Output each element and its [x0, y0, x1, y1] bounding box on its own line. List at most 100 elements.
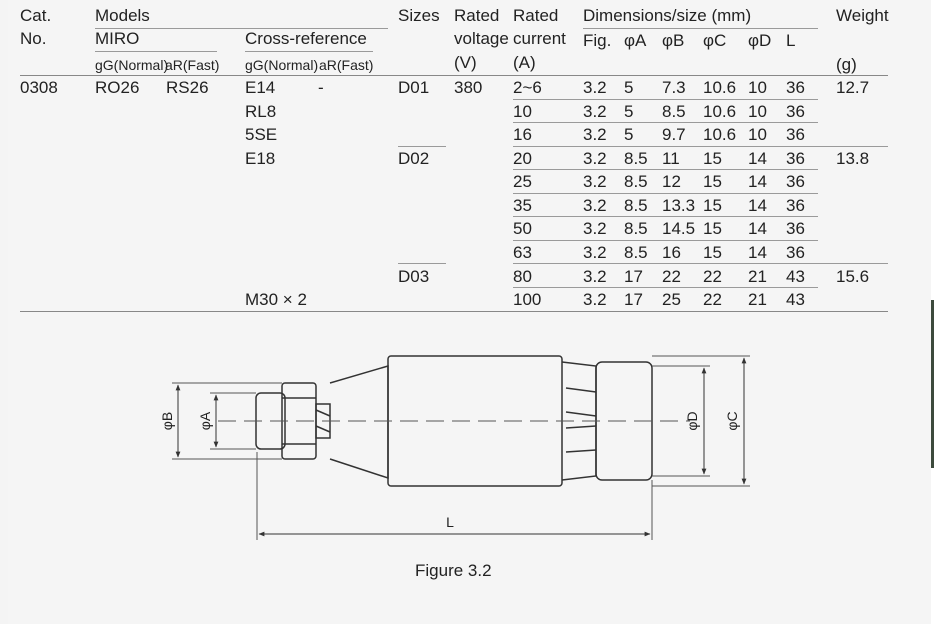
cell-fig: 3.2: [583, 219, 607, 238]
cell-b: 11: [662, 149, 680, 168]
cell-d: 10: [748, 78, 767, 97]
cell-cross-gg: M30 × 2: [245, 290, 307, 309]
cell-a: 5: [624, 78, 634, 97]
cell-miro-ar: RS26: [166, 78, 209, 97]
cell-current: 100: [513, 290, 542, 309]
cell-c: 22: [703, 267, 722, 286]
cell-fig: 3.2: [583, 125, 607, 144]
header-miro-gg: gG(Normal): [95, 57, 169, 73]
cell-fig: 3.2: [583, 196, 607, 215]
cell-current: 63: [513, 243, 532, 262]
label-length: L: [446, 514, 454, 530]
rule-row: [513, 169, 818, 170]
rule-row: [513, 193, 818, 194]
cell-c: 15: [703, 196, 722, 215]
figure-caption: Figure 3.2: [415, 561, 492, 580]
cell-d: 14: [748, 149, 767, 168]
cell-current: 2~6: [513, 78, 542, 97]
cell-a: 8.5: [624, 219, 648, 238]
header-cross-reference: Cross-reference: [245, 29, 367, 48]
cell-current: 35: [513, 196, 532, 215]
cell-l: 36: [786, 243, 805, 262]
rule-dimensions: [583, 28, 818, 29]
cell-current: 80: [513, 267, 532, 286]
cell-d: 21: [748, 267, 767, 286]
cell-d: 10: [748, 125, 767, 144]
header-current: current: [513, 29, 566, 48]
rule-row: [513, 263, 888, 264]
cell-b: 22: [662, 267, 681, 286]
label-dia-b: φB: [159, 412, 175, 430]
cell-fig: 3.2: [583, 78, 607, 97]
header-dimensions: Dimensions/size (mm): [583, 6, 752, 25]
cell-c: 15: [703, 149, 722, 168]
cell-cross-gg: RL8: [245, 102, 277, 121]
label-dia-d: φD: [684, 411, 700, 430]
cell-fig: 3.2: [583, 102, 607, 121]
cell-d: 14: [748, 243, 767, 262]
cell-b: 8.5: [662, 102, 686, 121]
cell-d: 14: [748, 172, 767, 191]
cell-b: 7.3: [662, 78, 686, 97]
cell-d: 10: [748, 102, 767, 121]
cell-fig: 3.2: [583, 149, 607, 168]
header-dia-c: φC: [703, 31, 727, 50]
header-cross-gg: gG(Normal): [245, 57, 319, 73]
cell-b: 16: [662, 243, 681, 262]
cell-fig: 3.2: [583, 290, 607, 309]
cell-d: 21: [748, 290, 767, 309]
cell-fig: 3.2: [583, 172, 607, 191]
cell-b: 9.7: [662, 125, 686, 144]
cell-l: 43: [786, 290, 805, 309]
rule-models: [95, 28, 388, 29]
rule-table-bottom: [20, 311, 888, 312]
header-cat: Cat.: [20, 6, 52, 25]
header-length: L: [786, 31, 796, 50]
header-current-unit: (A): [513, 53, 536, 72]
header-cross-ar: aR(Fast): [319, 57, 374, 73]
cell-cross-gg: 5SE: [245, 125, 278, 144]
header-dia-a: φA: [624, 31, 647, 50]
rule-size-d02: [398, 263, 446, 264]
cell-l: 43: [786, 267, 805, 286]
cell-l: 36: [786, 78, 805, 97]
cell-cross-gg: E14: [245, 78, 276, 97]
cell-weight: 13.8: [836, 149, 870, 168]
cell-a: 8.5: [624, 149, 648, 168]
rule-cross-reference: [245, 51, 373, 52]
header-weight-unit: (g): [836, 55, 857, 74]
cell-c: 15: [703, 243, 722, 262]
cell-c: 10.6: [703, 78, 737, 97]
rule-header-bottom: [20, 75, 888, 76]
rule-row: [513, 287, 818, 288]
label-dia-a: φA: [197, 411, 213, 430]
header-no: No.: [20, 29, 47, 48]
cell-c: 10.6: [703, 102, 737, 121]
cell-l: 36: [786, 149, 805, 168]
cell-weight: 15.6: [836, 267, 870, 286]
header-rated-voltage: Rated: [454, 6, 500, 25]
cell-size: D02: [398, 149, 430, 168]
cell-d: 14: [748, 196, 767, 215]
cell-c: 10.6: [703, 125, 737, 144]
cell-l: 36: [786, 125, 805, 144]
rule-size-d01: [398, 146, 446, 147]
cell-fig: 3.2: [583, 267, 607, 286]
label-dia-c: φC: [724, 411, 740, 430]
cell-size: D01: [398, 78, 430, 97]
cell-current: 20: [513, 149, 532, 168]
cell-a: 5: [624, 102, 634, 121]
cell-a: 17: [624, 290, 643, 309]
cell-a: 8.5: [624, 196, 648, 215]
cell-cat-no: 0308: [20, 78, 58, 97]
header-models: Models: [95, 6, 150, 25]
cell-b: 12: [662, 172, 681, 191]
cell-current: 50: [513, 219, 532, 238]
cell-l: 36: [786, 172, 805, 191]
cell-c: 22: [703, 290, 722, 309]
rule-row: [513, 240, 818, 241]
cell-weight: 12.7: [836, 78, 870, 97]
cell-c: 15: [703, 219, 722, 238]
header-weight: Weight: [836, 6, 889, 25]
